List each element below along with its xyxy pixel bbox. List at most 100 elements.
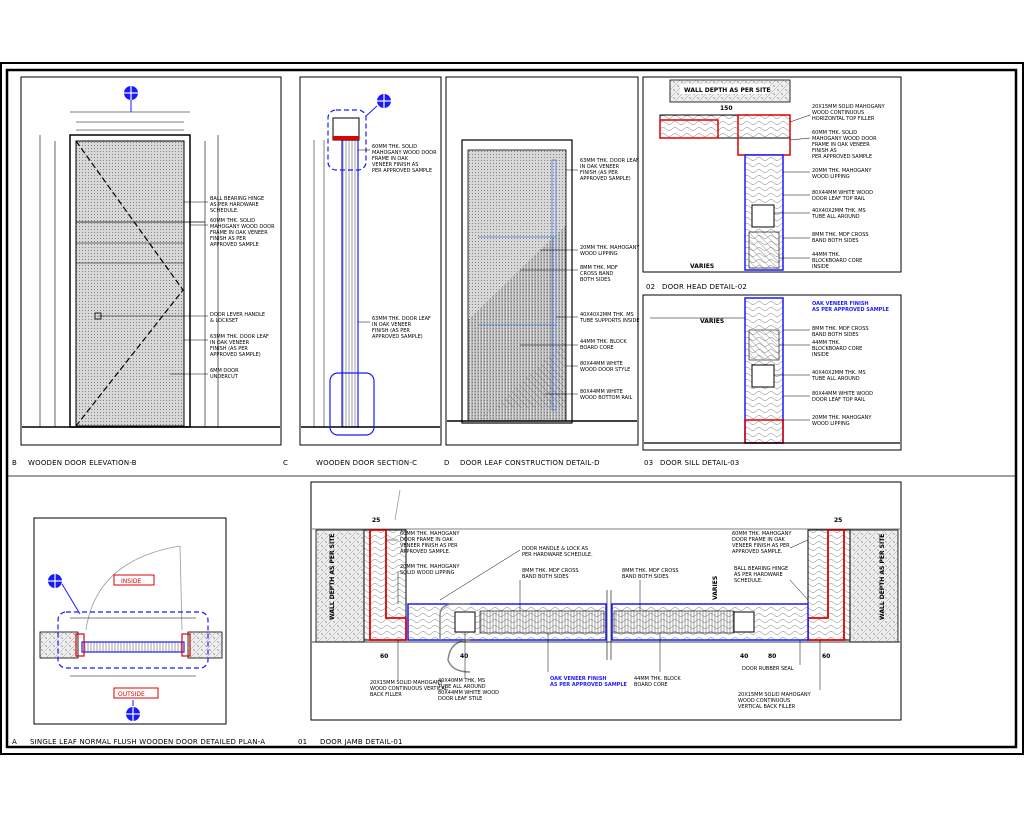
plan-frame-right: [181, 633, 191, 657]
section-callout-top: [327, 109, 367, 171]
sill-blue-l1: OAK VENEER FINISH: [812, 301, 869, 307]
jamb-note4-l1: 8MM THK. MDF CROSS: [522, 568, 579, 574]
head-note2-l2: MAHOGANY WOOD DOOR: [812, 136, 877, 142]
con-note3-l3: BOTH SIDES: [580, 277, 611, 283]
con-note1-l1: 63MM THK. DOOR LEAF: [580, 158, 639, 164]
jamb-note6-l1: 60MM THK. MAHOGANY: [732, 531, 792, 537]
jamb-note3-l1: DOOR HANDLE & LOCK AS: [522, 546, 588, 552]
plan-mark: A: [12, 738, 17, 746]
construction-title: D DOOR LEAF CONSTRUCTION DETAIL-D: [444, 459, 600, 467]
jamb-note12: DOOR RUBBER SEAL: [742, 666, 794, 672]
plan-frame-left: [75, 633, 85, 657]
construction-frame: [445, 76, 639, 446]
sill-note3-l1: 40X40X2MM THK. MS: [812, 370, 866, 376]
con-note2-l1: 20MM THK. MAHOGANY: [580, 245, 640, 251]
sec-note1-l3: FRAME IN OAK: [372, 156, 409, 162]
construction-mark: D: [444, 459, 450, 467]
elev-note3-l1: DOOR LEVER HANDLE: [210, 312, 265, 318]
construction-ms-tube-v: [551, 159, 557, 411]
sill-varies: VARIES: [700, 318, 724, 325]
head-varies: VARIES: [690, 263, 714, 270]
jamb-detail-view: WALL DEPTH AS PER SITE WALL DEPTH AS PER…: [310, 481, 902, 721]
sill-title-text: DOOR SILL DETAIL-03: [660, 459, 739, 467]
jamb-varies-label: VARIES: [712, 576, 719, 600]
plan-outside-box: [113, 687, 159, 699]
jamb-note6-l3: VENEER FINISH AS PER: [732, 543, 790, 549]
jamb-dim-40-left: 40: [460, 653, 468, 660]
con-note7-l2: WOOD BOTTOM RAIL: [580, 395, 633, 401]
jamb-note2-l2: SOLID WOOD LIPPING: [400, 570, 455, 576]
elev-note1-l3: SCHEDULE.: [210, 208, 239, 214]
sill-tube: [751, 364, 775, 388]
sec-note1-l4: VENEER FINISH AS: [372, 162, 418, 168]
head-note7-l2: BLOCKBOARD CORE: [812, 258, 862, 264]
section-marker-icon: [124, 86, 138, 112]
plan-outside-label: OUTSIDE: [118, 691, 145, 698]
section-title-text: WOODEN DOOR SECTION-C: [316, 459, 417, 467]
sill-note1-l1: 8MM THK. MDF CROSS: [812, 326, 869, 332]
plan-callout: [57, 611, 209, 669]
jamb-note11-l2: BOARD CORE: [634, 682, 668, 688]
con-note1-l2: IN OAK VENEER: [580, 164, 620, 170]
jamb-note9-l1: 40X40MM THK. MS: [438, 678, 485, 684]
jamb-note6-l4: APPROVED SAMPLE.: [732, 549, 783, 555]
con-note3-l1: 8MM THK. MDF: [580, 265, 618, 271]
svg-text:WALL DEPTH AS PER SITE: WALL DEPTH AS PER SITE: [329, 534, 336, 620]
head-note7-l3: INSIDE: [812, 264, 829, 270]
plan-swing-arc: [85, 545, 181, 631]
head-mark: 02: [646, 283, 655, 291]
jamb-mark: 01: [298, 738, 307, 746]
sill-note3-l2: TUBE ALL AROUND: [811, 376, 860, 382]
jamb-wall-left-label: WALL DEPTH AS PER SITE: [329, 534, 336, 620]
elev-note2-l3: FRAME IN OAK VENEER: [210, 230, 268, 236]
head-note4-l1: 80X44MM WHITE WOOD: [812, 190, 873, 196]
sec-note1-l5: PER APPROVED SAMPLE: [372, 168, 432, 174]
head-red-left: [659, 119, 719, 139]
jamb-note7-l2: AS PER HARDWARE: [734, 572, 783, 578]
jamb-tube-left: [454, 611, 476, 633]
head-tube: [751, 204, 775, 228]
plan-inside-label: INSIDE: [121, 578, 141, 585]
head-note4-l2: DOOR LEAF TOP RAIL: [812, 196, 865, 202]
elev-note5-l2: UNDERCUT: [210, 374, 239, 380]
jamb-wall-right: [849, 529, 899, 643]
elev-note1-l2: AS PER HARDWARE: [210, 202, 259, 208]
sec-note2-l1: 63MM THK. DOOR LEAF: [372, 316, 431, 322]
jamb-title-text: DOOR JAMB DETAIL-01: [320, 738, 403, 746]
section-leaf: [341, 139, 359, 428]
plan-title: A SINGLE LEAF NORMAL FLUSH WOODEN DOOR D…: [12, 738, 265, 746]
jamb-note2-l1: 20MM THK. MAHOGANY: [400, 564, 460, 570]
sill-stile: [744, 297, 784, 444]
elev-note4-l1: 63MM THK. DOOR LEAF: [210, 334, 269, 340]
head-wall-label-box: [680, 84, 770, 94]
jamb-note13-l2: WOOD CONTINUOUS: [738, 698, 790, 704]
jamb-core-left: [479, 610, 605, 634]
elev-note3-l2: & LOCKSET: [210, 318, 239, 324]
plan-open-leaf: [179, 545, 183, 631]
jamb-note5-l2: BAND BOTH SIDES: [622, 574, 669, 580]
elev-note4-l2: IN OAK VENEER: [210, 340, 250, 346]
sheet-inner-border: [5, 68, 1018, 749]
